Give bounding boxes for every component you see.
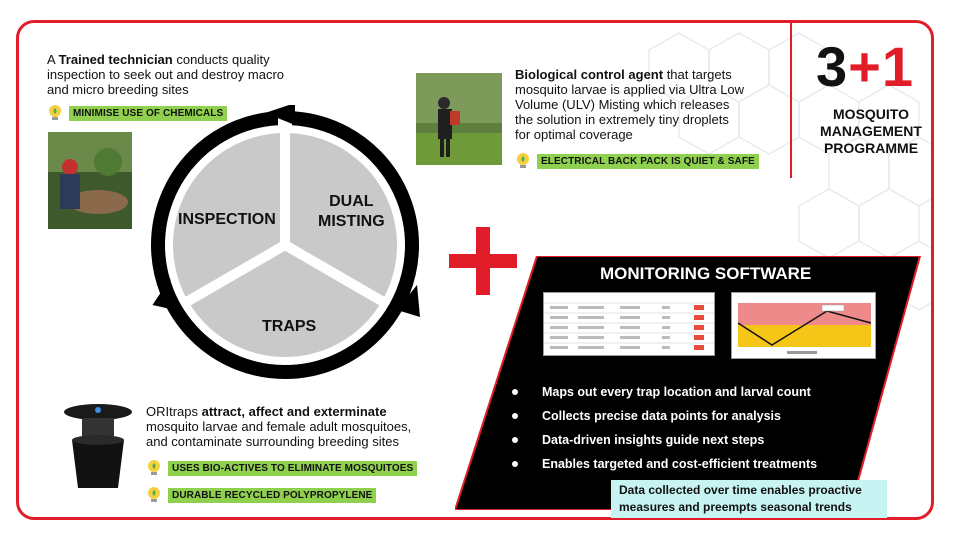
- misting-text-post: that targets mosquito larvae is applied …: [515, 67, 745, 142]
- misting-description: Biological control agent that targets mo…: [515, 67, 745, 142]
- inspection-badge-label: MINIMISE USE OF CHEMICALS: [69, 105, 228, 121]
- misting-text-bold: Biological control agent: [515, 67, 664, 82]
- trap-table-screenshot: [543, 292, 715, 356]
- cycle-label-traps: TRAPS: [262, 318, 317, 335]
- bullet-dot-icon: [512, 437, 518, 443]
- traps-badge-2-label: DURABLE RECYCLED POLYPROPYLENE: [168, 487, 377, 503]
- arrow-head-top: [265, 105, 295, 125]
- inspection-description: A Trained technician conducts quality in…: [47, 52, 287, 97]
- traps-text-bold: attract, affect and exterminate: [201, 404, 387, 419]
- traps-badge-1-label: USES BIO-ACTIVES TO ELIMINATE MOSQUITOES: [168, 460, 418, 476]
- traps-badge-2: DURABLE RECYCLED POLYPROPYLENE: [146, 486, 377, 504]
- monitoring-bullet-list: Maps out every trap location and larval …: [512, 380, 817, 476]
- lightbulb-leaf-icon: [148, 487, 160, 502]
- bullet-dot-icon: [512, 389, 518, 395]
- cycle-label-inspection: INSPECTION: [178, 211, 276, 228]
- programme-name: MOSQUITO MANAGEMENT PROGRAMME: [820, 106, 922, 156]
- big-plus-icon: [449, 227, 517, 295]
- monitoring-bullet-text: Collects precise data points for analysi…: [542, 409, 781, 423]
- title-plus: +: [848, 35, 882, 98]
- inspection-text-pre: A: [47, 52, 59, 67]
- monitoring-bullet-text: Enables targeted and cost-efficient trea…: [542, 457, 818, 471]
- cycle-divider-left: [180, 240, 288, 309]
- traps-badge-1: USES BIO-ACTIVES TO ELIMINATE MOSQUITOES: [146, 459, 418, 477]
- traps-description: ORItraps attract, affect and exterminate…: [146, 404, 421, 449]
- monitoring-bullet: Data-driven insights guide next steps: [512, 428, 817, 452]
- arrow-head-left: [152, 278, 175, 310]
- monitoring-bullet: Collects precise data points for analysi…: [512, 404, 817, 428]
- traps-text-post: mosquito larvae and female adult mosquit…: [146, 419, 412, 449]
- monitoring-bullet-text: Maps out every trap location and larval …: [542, 385, 811, 399]
- monitoring-bullet: Enables targeted and cost-efficient trea…: [512, 452, 817, 476]
- cycle-diagram: [151, 105, 420, 379]
- title-three: 3: [816, 35, 849, 98]
- technician-inspection-photo: [48, 132, 132, 229]
- larval-trend-chart-screenshot: [731, 292, 876, 359]
- monitoring-bullet-text: Data-driven insights guide next steps: [542, 433, 765, 447]
- header-divider-line: [790, 20, 792, 178]
- lightbulb-leaf-icon: [517, 153, 529, 168]
- arrow-head-right: [397, 285, 420, 317]
- cycle-label-misting: MISTING: [318, 213, 385, 230]
- bullet-dot-icon: [512, 461, 518, 467]
- misting-technician-photo: [416, 73, 502, 165]
- cycle-divider-right: [282, 240, 390, 309]
- monitoring-footer-note: Data collected over time enables proacti…: [611, 480, 887, 518]
- programme-title-number: 3+1: [816, 34, 914, 99]
- monitoring-title: MONITORING SOFTWARE: [600, 264, 812, 283]
- bullet-dot-icon: [512, 413, 518, 419]
- traps-text-pre: ORItraps: [146, 404, 202, 419]
- lightbulb-leaf-icon: [148, 460, 160, 475]
- cycle-label-dual: DUAL: [329, 193, 374, 210]
- misting-badge-label: ELECTRICAL BACK PACK IS QUIET & SAFE: [537, 153, 759, 169]
- inspection-text-bold: Trained technician: [58, 52, 173, 67]
- lightbulb-leaf-icon: [49, 105, 61, 120]
- monitoring-bullet: Maps out every trap location and larval …: [512, 380, 817, 404]
- oritrap-product-photo: [64, 404, 132, 488]
- inspection-badge: MINIMISE USE OF CHEMICALS: [47, 104, 228, 122]
- inspection-text-post: conducts quality inspection to seek out …: [47, 52, 285, 97]
- cycle-label-dual-misting: DUAL MISTING: [318, 192, 385, 232]
- title-one: 1: [881, 35, 915, 98]
- misting-badge: ELECTRICAL BACK PACK IS QUIET & SAFE: [515, 152, 759, 170]
